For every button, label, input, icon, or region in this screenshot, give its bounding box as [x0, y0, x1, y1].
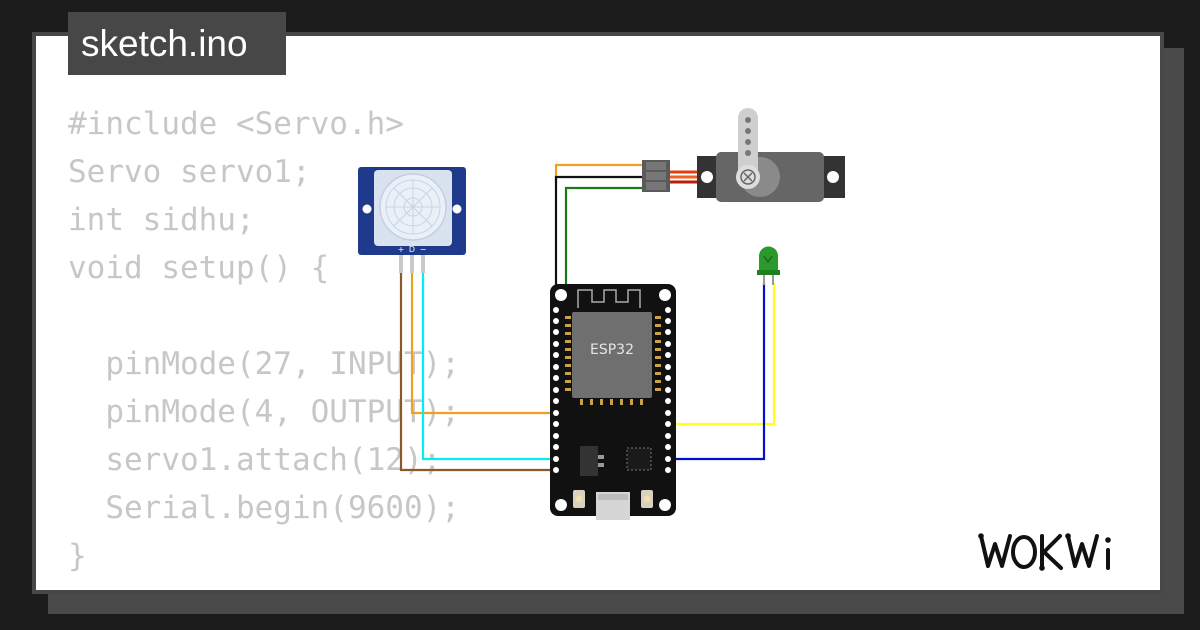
wire-orange-pir — [410, 272, 556, 415]
esp32-label: ESP32 — [590, 342, 634, 358]
code-line: #include <Servo.h> — [68, 106, 404, 142]
pir-sensor[interactable]: + D − — [358, 167, 466, 273]
code-line: Servo servo1; — [68, 154, 311, 190]
wire-cyan — [421, 272, 556, 461]
wires — [399, 163, 776, 472]
code-line: } — [68, 538, 87, 574]
code-line: pinMode(27, INPUT); — [68, 346, 460, 382]
wire-green — [564, 186, 642, 296]
file-name-tab[interactable]: sketch.ino — [68, 12, 286, 75]
pir-pin-labels: + D − — [398, 245, 427, 254]
wire-brown — [399, 272, 556, 472]
wokwi-logo — [978, 533, 1111, 571]
svg-text:+: + — [398, 245, 405, 254]
green-led[interactable] — [757, 246, 780, 286]
code-line: int sidhu; — [68, 202, 255, 238]
svg-text:−: − — [420, 245, 427, 254]
code-line: void setup() { — [68, 250, 330, 286]
wire-black — [554, 175, 642, 296]
svg-text:D: D — [409, 245, 415, 254]
wire-orange-servo — [554, 163, 642, 183]
code-line: Serial.begin(9600); — [68, 490, 460, 526]
code-line: servo1.attach(12); — [68, 442, 442, 478]
esp32-board[interactable]: ESP32 — [550, 284, 676, 520]
servo-motor[interactable] — [642, 108, 845, 202]
wire-yellow — [668, 283, 776, 426]
wire-blue — [668, 283, 766, 461]
